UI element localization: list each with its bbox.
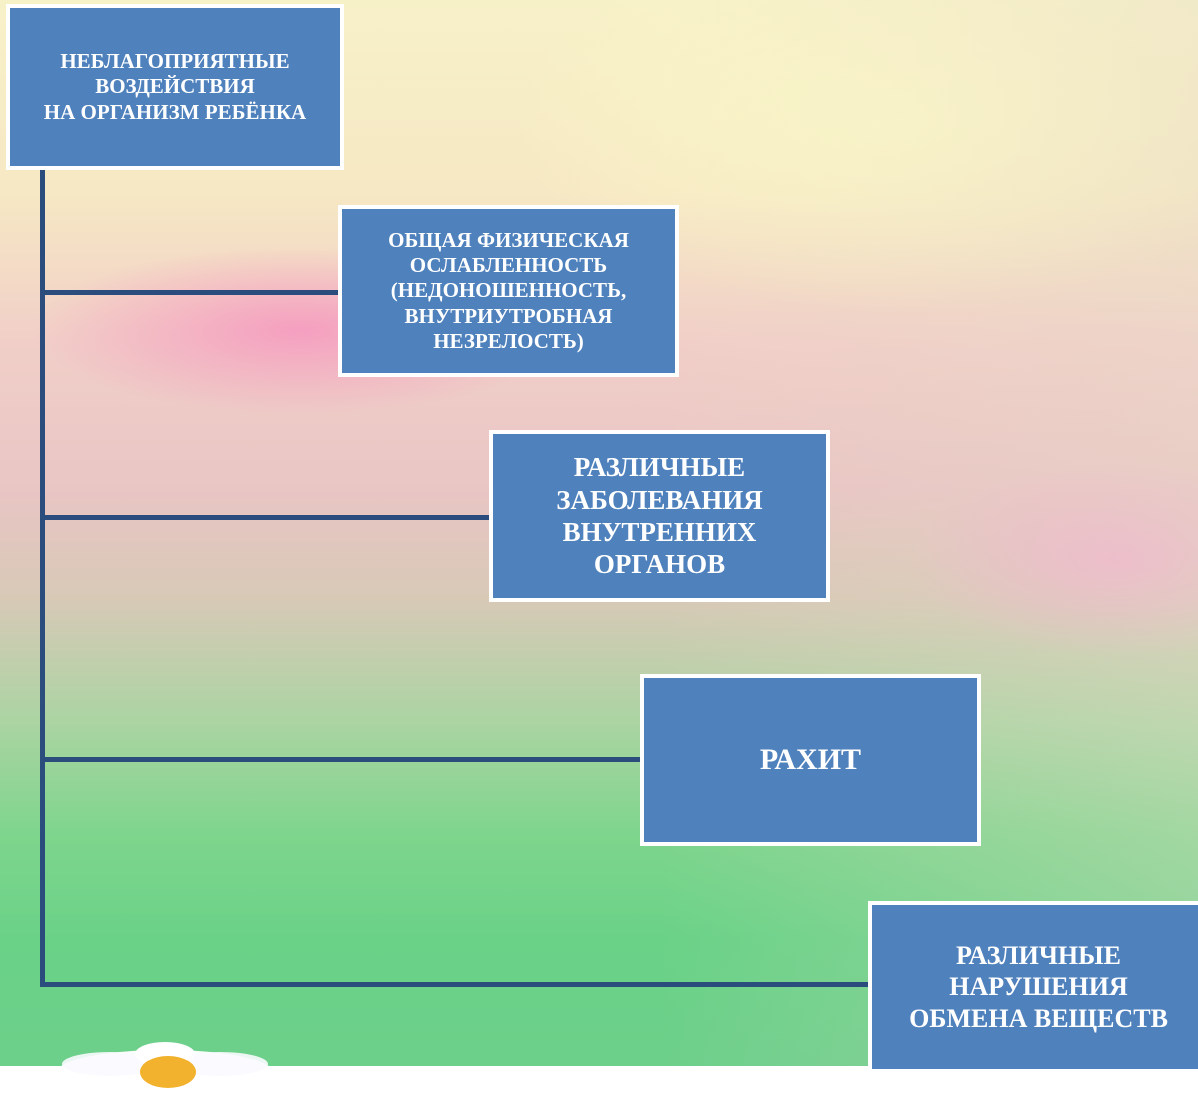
root-node-label: НЕБЛАГОПРИЯТНЫЕ ВОЗДЕЙСТВИЯ НА ОРГАНИЗМ … xyxy=(43,49,307,124)
root-node-box: НЕБЛАГОПРИЯТНЫЕ ВОЗДЕЙСТВИЯ НА ОРГАНИЗМ … xyxy=(6,4,344,170)
child-node-metabolic-disorders: РАЗЛИЧНЫЕ НАРУШЕНИЯ ОБМЕНА ВЕЩЕСТВ xyxy=(868,901,1198,1073)
child-node-rickets: РАХИТ xyxy=(640,674,981,846)
child-node-internal-diseases: РАЗЛИЧНЫЕ ЗАБОЛЕВАНИЯ ВНУТРЕННИХ ОРГАНОВ xyxy=(489,430,830,602)
child-node-physical-weakness: ОБЩАЯ ФИЗИЧЕСКАЯ ОСЛАБЛЕННОСТЬ (НЕДОНОШЕ… xyxy=(338,205,679,377)
connector-branch-3 xyxy=(40,757,640,762)
child-node-label: РАХИТ xyxy=(759,743,862,776)
connector-branch-4 xyxy=(40,982,868,987)
daisy-flower-image xyxy=(57,1042,273,1094)
child-node-label: РАЗЛИЧНЫЕ НАРУШЕНИЯ ОБМЕНА ВЕЩЕСТВ xyxy=(909,941,1168,1033)
child-node-label: ОБЩАЯ ФИЗИЧЕСКАЯ ОСЛАБЛЕННОСТЬ (НЕДОНОШЕ… xyxy=(388,228,629,353)
connector-trunk xyxy=(40,170,45,987)
child-node-label: РАЗЛИЧНЫЕ ЗАБОЛЕВАНИЯ ВНУТРЕННИХ ОРГАНОВ xyxy=(556,452,763,580)
connector-branch-1 xyxy=(40,290,338,295)
connector-branch-2 xyxy=(40,515,489,520)
